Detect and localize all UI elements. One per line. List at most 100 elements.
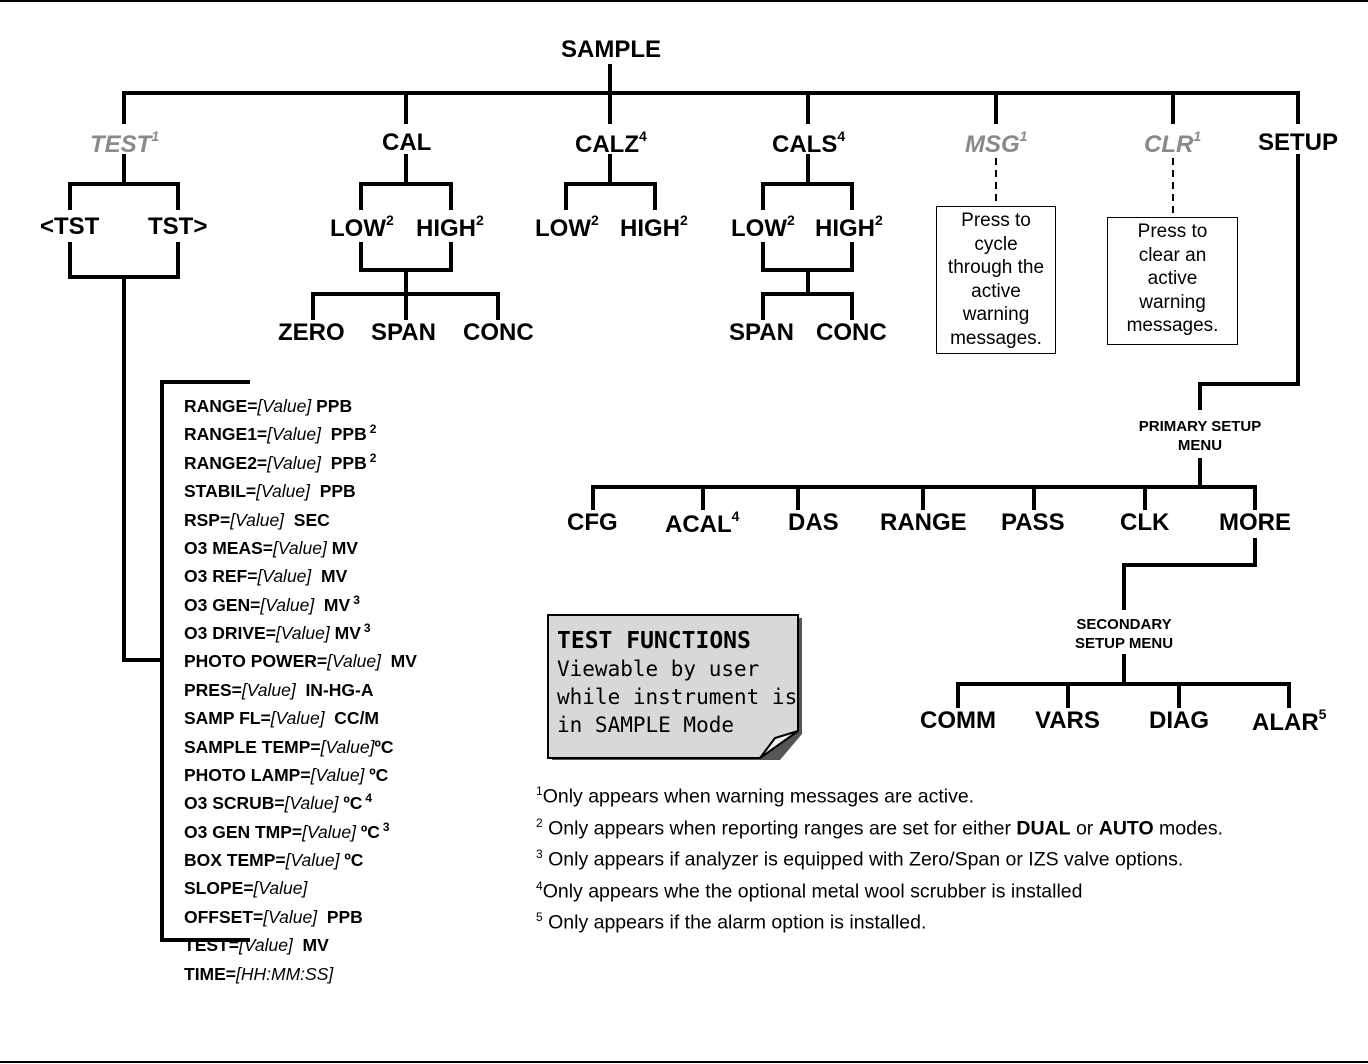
footnote-bold: AUTO xyxy=(1098,817,1154,839)
test-function-row: PHOTO LAMP=[Value] ºC xyxy=(184,759,420,787)
footnote-3: 3 Only appears if analyzer is equipped w… xyxy=(536,841,1223,873)
test-function-row: TEST=[Value] MV xyxy=(184,929,420,957)
setup-pass[interactable]: PASS xyxy=(1001,509,1065,536)
menu-cal[interactable]: CAL xyxy=(382,129,432,156)
cal-low-sup: 2 xyxy=(385,212,394,228)
cal-conc[interactable]: CONC xyxy=(463,319,534,346)
footnote-number: 2 xyxy=(536,815,543,830)
test-function-unit: MV xyxy=(314,594,351,615)
calz-high[interactable]: HIGH2 xyxy=(620,213,688,241)
test-function-value: [Value] xyxy=(257,395,312,416)
setup-alar[interactable]: ALAR5 xyxy=(1252,706,1327,735)
menu-setup[interactable]: SETUP xyxy=(1258,129,1339,156)
test-function-name: PRES= xyxy=(184,679,242,700)
test-function-unit: PPB xyxy=(321,424,367,445)
clr-info-box: Press to clear an active warning message… xyxy=(1107,217,1238,345)
test-function-name: O3 GEN= xyxy=(184,594,261,615)
menu-cals[interactable]: CALS4 xyxy=(772,128,846,157)
test-function-row: RSP=[Value] SEC xyxy=(184,504,420,532)
menu-test[interactable]: TEST1 xyxy=(90,128,160,158)
test-function-unit: PPB xyxy=(309,480,356,501)
setup-clk[interactable]: CLK xyxy=(1120,509,1170,536)
cal-high[interactable]: HIGH2 xyxy=(416,213,484,241)
test-function-unit: PPB xyxy=(321,452,367,473)
clr-box-line: messages. xyxy=(1126,315,1219,336)
msg-box-line: active xyxy=(971,280,1021,302)
cals-span[interactable]: SPAN xyxy=(729,319,794,346)
test-function-unit: MV xyxy=(380,651,417,672)
setup-range[interactable]: RANGE xyxy=(880,509,967,536)
secondary-setup-title-line1: SECONDARY xyxy=(1076,616,1172,633)
setup-more[interactable]: MORE xyxy=(1219,509,1291,536)
cals-high-sup: 2 xyxy=(875,212,883,228)
clr-box-line: warning xyxy=(1139,291,1206,313)
test-function-name: RANGE2= xyxy=(184,452,268,473)
menu-test-sup: 1 xyxy=(151,128,160,144)
test-prev-button[interactable]: <TST xyxy=(40,213,100,240)
menu-calz[interactable]: CALZ4 xyxy=(575,128,647,158)
setup-diag[interactable]: DIAG xyxy=(1149,707,1209,734)
test-function-name: TEST= xyxy=(184,934,239,955)
msg-box-line: messages. xyxy=(950,327,1042,349)
setup-vars[interactable]: VARS xyxy=(1035,707,1100,734)
test-function-name: STABIL= xyxy=(184,480,257,501)
test-function-row: PRES=[Value] IN-HG-A xyxy=(184,674,420,702)
msg-box-line: warning xyxy=(962,304,1030,325)
footnotes: 1Only appears when warning messages are … xyxy=(536,778,1223,936)
test-function-value: [Value] xyxy=(257,566,312,587)
menu-test-label: TEST xyxy=(90,131,152,158)
test-function-value: [Value] xyxy=(256,480,310,501)
menu-cals-sup: 4 xyxy=(837,128,846,144)
test-function-row: OFFSET=[Value] PPB xyxy=(184,901,420,929)
test-function-row: TIME=[HH:MM:SS] xyxy=(184,958,420,986)
test-function-name: O3 REF= xyxy=(184,566,258,587)
setup-cfg[interactable]: CFG xyxy=(567,509,618,536)
setup-das[interactable]: DAS xyxy=(788,509,839,536)
clr-box-line: active xyxy=(1147,268,1198,289)
cal-zero[interactable]: ZERO xyxy=(278,319,345,346)
test-function-value: [Value] xyxy=(241,679,296,700)
clr-box-line: clear an xyxy=(1138,244,1207,266)
menu-msg-sup: 1 xyxy=(1019,128,1028,144)
menu-calz-sup: 4 xyxy=(638,128,647,144)
primary-setup-title-line2: MENU xyxy=(1177,437,1223,454)
footnote-text: or xyxy=(1070,817,1099,839)
test-next-button[interactable]: TST> xyxy=(148,213,208,240)
test-function-unit: PPB xyxy=(311,395,353,416)
calz-low[interactable]: LOW2 xyxy=(535,213,599,241)
setup-acal[interactable]: ACAL4 xyxy=(665,508,740,537)
footnote-2: 2 Only appears when reporting ranges are… xyxy=(536,810,1223,842)
footnote-1: 1Only appears when warning messages are … xyxy=(536,778,1223,810)
test-function-name: BOX TEMP= xyxy=(184,849,286,870)
test-function-sup: 3 xyxy=(382,819,390,834)
note-line: while instrument is xyxy=(557,685,798,709)
menu-calz-label: CALZ xyxy=(575,131,639,158)
menu-msg[interactable]: MSG1 xyxy=(965,128,1028,157)
cals-high[interactable]: HIGH2 xyxy=(815,212,883,241)
test-function-value: [Value] xyxy=(273,537,327,558)
test-function-sup: 2 xyxy=(369,450,377,465)
cal-low[interactable]: LOW2 xyxy=(330,212,394,241)
cals-conc[interactable]: CONC xyxy=(816,319,887,346)
menu-clr[interactable]: CLR1 xyxy=(1144,128,1202,157)
test-function-value: [Value] xyxy=(275,622,330,643)
note-line: in SAMPLE Mode xyxy=(557,713,735,737)
test-function-row: O3 REF=[Value] MV xyxy=(184,560,420,588)
test-function-unit: MV xyxy=(329,622,361,643)
footnote-number: 5 xyxy=(536,910,543,924)
menu-clr-sup: 1 xyxy=(1193,128,1202,144)
cal-span[interactable]: SPAN xyxy=(371,319,436,346)
test-function-name: RANGE1= xyxy=(184,424,268,445)
secondary-setup-title: SECONDARY SETUP MENU xyxy=(1044,615,1204,653)
cals-low[interactable]: LOW2 xyxy=(731,213,795,241)
test-function-row: RANGE=[Value] PPB xyxy=(184,390,420,418)
setup-comm[interactable]: COMM xyxy=(920,707,996,734)
test-function-name: SLOPE= xyxy=(184,878,254,899)
test-function-unit: ºC xyxy=(364,764,389,785)
setup-alar-sup: 5 xyxy=(1318,706,1327,722)
setup-acal-sup: 4 xyxy=(731,508,740,524)
